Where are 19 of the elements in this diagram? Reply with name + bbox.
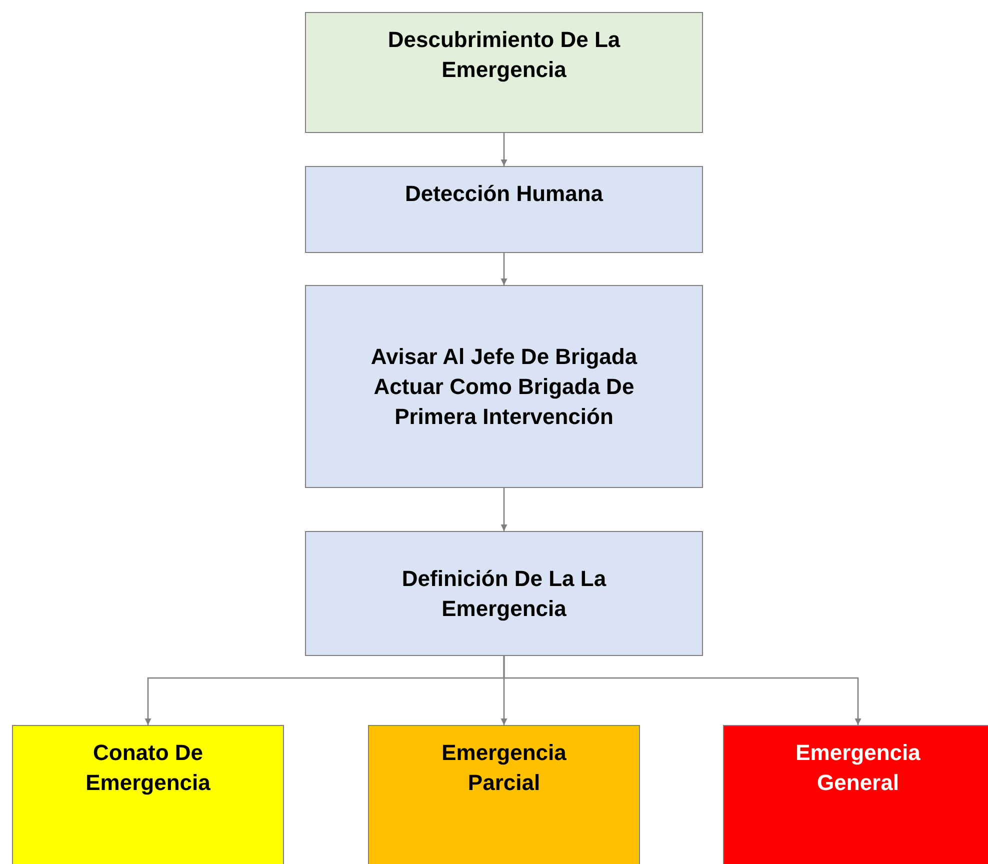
arrow xyxy=(503,656,862,725)
box-text: Emergencia Parcial xyxy=(440,739,568,797)
process-box xyxy=(305,166,703,253)
process-box xyxy=(305,285,703,488)
process-box xyxy=(305,531,703,656)
outcome-box xyxy=(723,725,988,864)
box-text: Actuar Como Brigada De Primera Intervención xyxy=(372,372,636,430)
box-text: Definición De La La Emergencia xyxy=(400,564,608,623)
outcome-box xyxy=(368,725,640,864)
box-text: Detección Humana xyxy=(404,180,604,208)
box-text: Conato De Emergencia xyxy=(84,739,212,797)
process-box xyxy=(305,12,703,133)
arrow xyxy=(500,488,508,531)
arrow xyxy=(500,133,508,166)
box-text: Avisar Al Jefe De Brigada xyxy=(370,342,638,371)
box-text: Emergencia General xyxy=(794,739,922,797)
box-text: Descubrimiento De La Emergencia xyxy=(386,26,622,84)
outcome-box xyxy=(12,725,284,864)
arrow xyxy=(500,253,508,285)
